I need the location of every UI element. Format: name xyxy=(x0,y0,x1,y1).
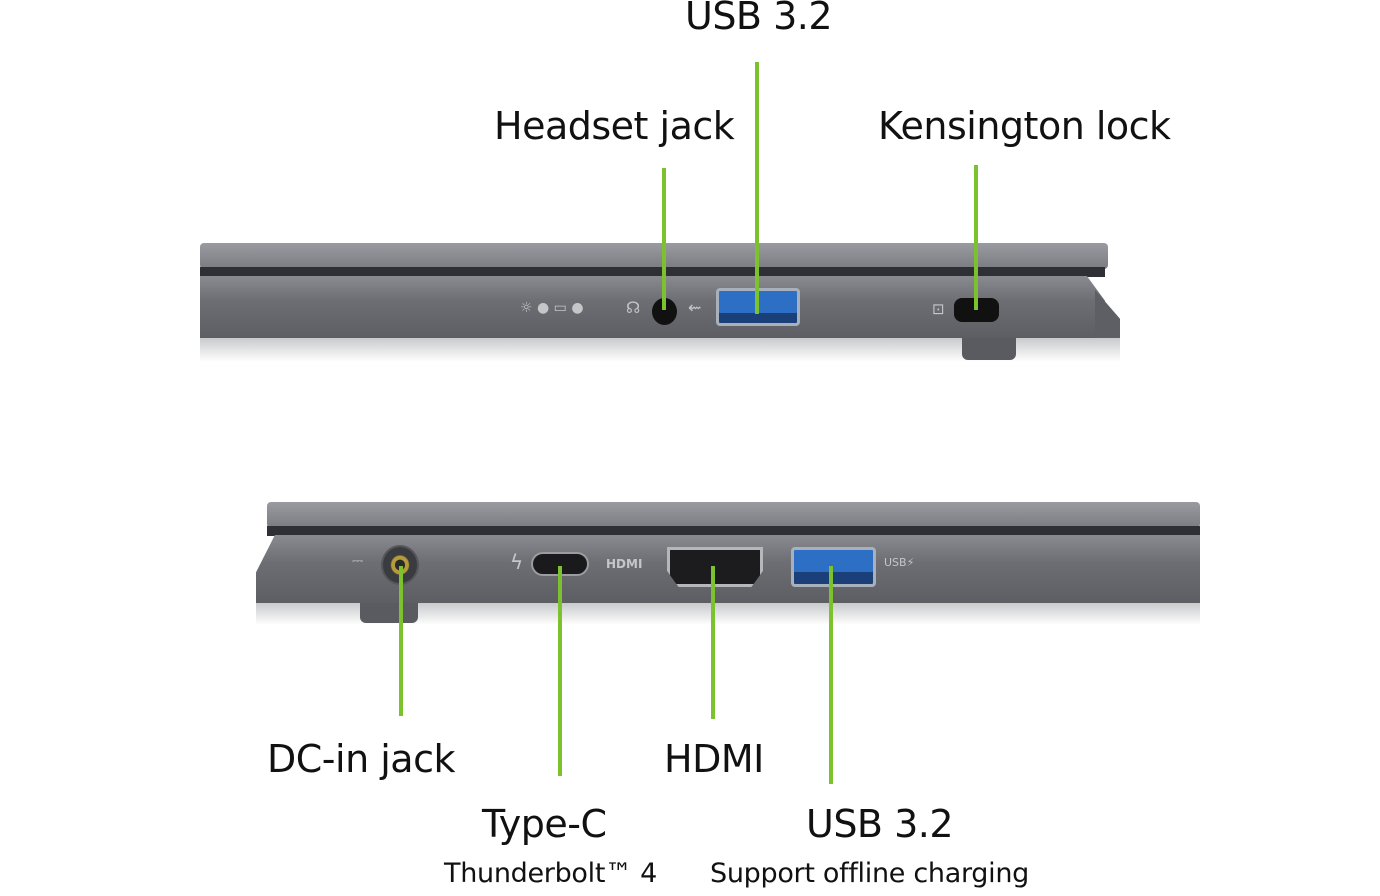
lock-icon: ⊡ xyxy=(932,300,945,318)
usb-symbol-icon: ⇜ xyxy=(688,298,702,317)
usb-a-port xyxy=(791,547,876,587)
callout-line-usb-bottom xyxy=(829,566,833,784)
callout-line-typec xyxy=(558,566,562,776)
label-type-c: Type-C xyxy=(482,802,607,846)
label-usb-top: USB 3.2 xyxy=(685,0,833,38)
hdmi-port xyxy=(667,547,763,587)
rubber-foot xyxy=(962,338,1016,360)
hdmi-logo-icon: HDMI xyxy=(606,557,643,571)
label-dc-in-jack: DC-in jack xyxy=(267,737,455,781)
led-indicators: ☼ ● ▭ ● xyxy=(520,300,584,316)
label-kensington-lock: Kensington lock xyxy=(878,104,1171,148)
callout-line-dc xyxy=(399,566,403,716)
dc-symbol-icon: ⎓ xyxy=(352,553,364,569)
rubber-foot xyxy=(360,603,418,623)
label-thunderbolt: Thunderbolt™ 4 xyxy=(444,858,657,889)
thunderbolt-icon: ϟ xyxy=(510,550,524,574)
usb-charging-icon: USB⚡ xyxy=(884,556,915,569)
headset-icon: ☊ xyxy=(626,298,641,317)
callout-line-kensington xyxy=(974,165,978,310)
label-offline-charging: Support offline charging xyxy=(710,858,1029,889)
label-headset-jack: Headset jack xyxy=(494,104,735,148)
label-hdmi: HDMI xyxy=(664,737,764,781)
label-usb-bottom: USB 3.2 xyxy=(806,802,954,846)
callout-line-headset xyxy=(662,168,666,310)
callout-line-hdmi xyxy=(711,566,715,719)
callout-line-usb-top xyxy=(755,62,759,314)
